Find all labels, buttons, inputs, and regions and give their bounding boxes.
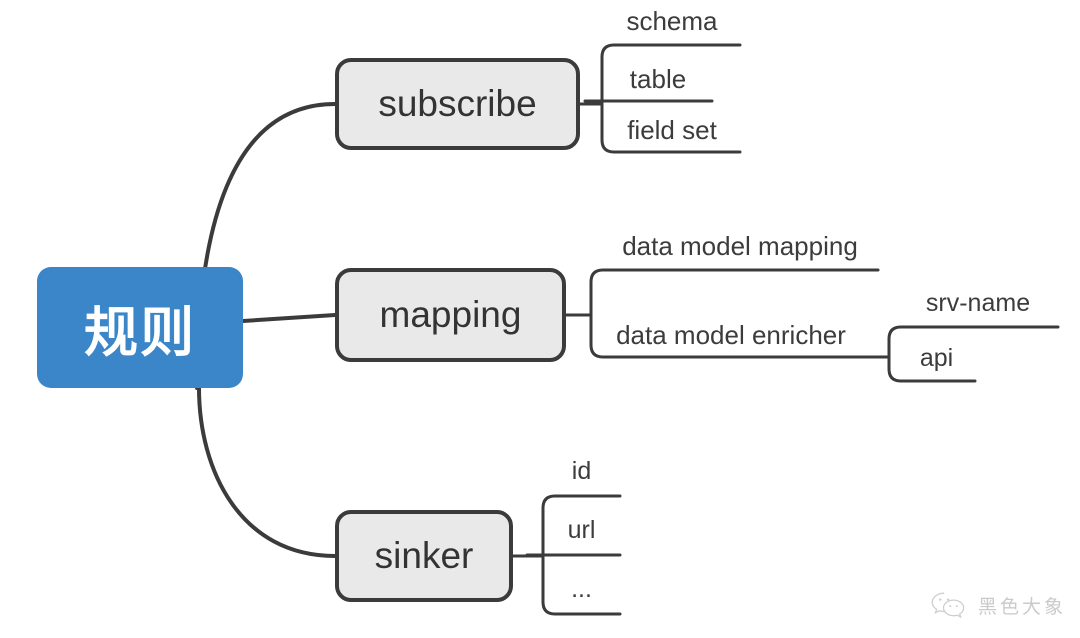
branch-node-sinker[interactable]: sinker xyxy=(335,510,513,602)
leaf-label-api[interactable]: api xyxy=(919,344,954,372)
branch-node-subscribe[interactable]: subscribe xyxy=(335,58,580,150)
root-node[interactable]: 规则 xyxy=(37,267,243,388)
branch-node-label: mapping xyxy=(379,294,522,335)
wechat-icon xyxy=(931,592,965,619)
leaf-label-srv-name[interactable]: srv-name xyxy=(925,289,1031,317)
watermark-text: 黑色大象 xyxy=(977,596,1066,618)
leaf-label-field-set[interactable]: field set xyxy=(627,115,717,145)
branch-node-label: subscribe xyxy=(378,83,537,124)
branch-node-label: sinker xyxy=(374,535,474,576)
leaf-label-id[interactable]: id xyxy=(571,457,592,485)
edge-root-sinker xyxy=(197,386,337,558)
branch-node-mapping[interactable]: mapping xyxy=(335,268,566,362)
leaf-label-data-model-mapping[interactable]: data model mapping xyxy=(622,231,858,261)
edge-root-mapping xyxy=(241,313,337,323)
leaf-label-data-model-enricher[interactable]: data model enricher xyxy=(616,320,846,350)
leaf-label-url[interactable]: url xyxy=(567,516,596,544)
leaf-label-schema[interactable]: schema xyxy=(626,6,718,36)
leaf-label-ellipsis[interactable]: ... xyxy=(571,575,592,603)
bracket-mapping xyxy=(589,268,880,359)
bracket-enricher xyxy=(887,325,1060,383)
bracket-subscribe xyxy=(600,43,742,154)
watermark: 黑色大象 xyxy=(929,590,1066,620)
leaf-label-table[interactable]: table xyxy=(629,64,687,94)
root-node-label: 规则 xyxy=(84,303,196,363)
